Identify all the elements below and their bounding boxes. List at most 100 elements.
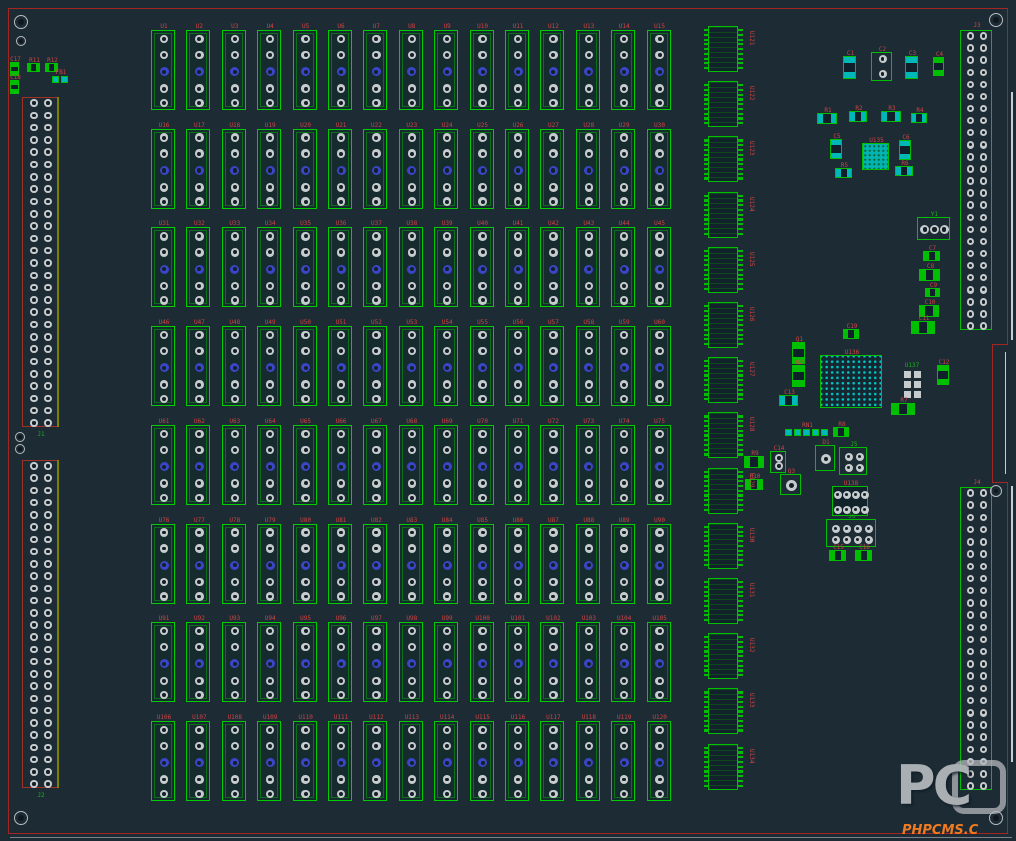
relay-U92[interactable]: U92: [186, 622, 210, 702]
relay-U24[interactable]: U24: [434, 129, 458, 209]
relay-U69[interactable]: U69: [434, 425, 458, 505]
chip-R7[interactable]: R7: [891, 403, 915, 415]
relay-U75[interactable]: U75: [647, 425, 671, 505]
relay-U50[interactable]: U50: [293, 326, 317, 406]
relay-U4[interactable]: U4: [257, 30, 281, 110]
relay-U70[interactable]: U70: [470, 425, 494, 505]
chip-C3[interactable]: C3: [905, 56, 918, 79]
relay-U68[interactable]: U68: [399, 425, 423, 505]
relay-U23[interactable]: U23: [399, 129, 423, 209]
relay-U57[interactable]: U57: [540, 326, 564, 406]
relay-U51[interactable]: U51: [328, 326, 352, 406]
relay-U17[interactable]: U17: [186, 129, 210, 209]
bga-U136[interactable]: U136: [820, 355, 882, 408]
chip-C19[interactable]: C19: [843, 329, 859, 339]
part-Q3[interactable]: Q3: [780, 474, 801, 495]
ic-U123[interactable]: U123: [708, 136, 738, 182]
chip-C4[interactable]: C4: [933, 57, 944, 76]
relay-U54[interactable]: U54: [434, 326, 458, 406]
relay-U104[interactable]: U104: [611, 622, 635, 702]
relay-U58[interactable]: U58: [576, 326, 600, 406]
relay-U77[interactable]: U77: [186, 524, 210, 604]
ic-U135[interactable]: U135: [862, 143, 889, 170]
relay-U6[interactable]: U6: [328, 30, 352, 110]
ic-U131[interactable]: U131: [708, 578, 738, 624]
relay-U74[interactable]: U74: [611, 425, 635, 505]
ic-U125[interactable]: U125: [708, 247, 738, 293]
relay-U89[interactable]: U89: [611, 524, 635, 604]
relay-U117[interactable]: U117: [540, 721, 564, 801]
ic-U121[interactable]: U121: [708, 26, 738, 72]
relay-U3[interactable]: U3: [222, 30, 246, 110]
relay-U18[interactable]: U18: [222, 129, 246, 209]
connector-J4[interactable]: J4: [960, 487, 992, 790]
chip-R8[interactable]: R8: [833, 427, 849, 437]
chip-R6[interactable]: R6: [895, 166, 913, 176]
relay-U8[interactable]: U8: [399, 30, 423, 110]
relay-U116[interactable]: U116: [505, 721, 529, 801]
chip-C1[interactable]: C1: [843, 56, 856, 79]
relay-U66[interactable]: U66: [328, 425, 352, 505]
relay-U25[interactable]: U25: [470, 129, 494, 209]
ic-U138[interactable]: U138: [832, 486, 868, 516]
relay-U40[interactable]: U40: [470, 227, 494, 307]
relay-U31[interactable]: U31: [151, 227, 175, 307]
relay-U118[interactable]: U118: [576, 721, 600, 801]
relay-U87[interactable]: U87: [540, 524, 564, 604]
ic-U126[interactable]: U126: [708, 302, 738, 348]
header-J5[interactable]: J5: [839, 447, 867, 475]
relay-U36[interactable]: U36: [328, 227, 352, 307]
connector-J2[interactable]: J2: [22, 460, 58, 788]
ic-U134[interactable]: U134: [708, 744, 738, 790]
relay-U85[interactable]: U85: [470, 524, 494, 604]
relay-U43[interactable]: U43: [576, 227, 600, 307]
pad-array-U137[interactable]: U137: [902, 369, 922, 399]
relay-U71[interactable]: U71: [505, 425, 529, 505]
relay-U20[interactable]: U20: [293, 129, 317, 209]
relay-U79[interactable]: U79: [257, 524, 281, 604]
relay-U35[interactable]: U35: [293, 227, 317, 307]
relay-U33[interactable]: U33: [222, 227, 246, 307]
relay-U52[interactable]: U52: [363, 326, 387, 406]
relay-U97[interactable]: U97: [363, 622, 387, 702]
chip-R1[interactable]: R1: [817, 113, 837, 124]
chip-R9[interactable]: R9: [744, 456, 764, 468]
capacitor-C14[interactable]: C14: [770, 451, 786, 473]
chip-C6[interactable]: C6: [899, 140, 911, 160]
part-D1[interactable]: D1: [815, 445, 835, 471]
relay-U93[interactable]: U93: [222, 622, 246, 702]
relay-U64[interactable]: U64: [257, 425, 281, 505]
part-Y1[interactable]: Y1: [917, 217, 950, 240]
relay-U86[interactable]: U86: [505, 524, 529, 604]
relay-U22[interactable]: U22: [363, 129, 387, 209]
relay-U46[interactable]: U46: [151, 326, 175, 406]
relay-U42[interactable]: U42: [540, 227, 564, 307]
relay-U7[interactable]: U7: [363, 30, 387, 110]
relay-U95[interactable]: U95: [293, 622, 317, 702]
relay-U80[interactable]: U80: [293, 524, 317, 604]
relay-U56[interactable]: U56: [505, 326, 529, 406]
relay-U103[interactable]: U103: [576, 622, 600, 702]
relay-U82[interactable]: U82: [363, 524, 387, 604]
relay-U83[interactable]: U83: [399, 524, 423, 604]
relay-U107[interactable]: U107: [186, 721, 210, 801]
relay-U120[interactable]: U120: [647, 721, 671, 801]
relay-U115[interactable]: U115: [470, 721, 494, 801]
relay-U26[interactable]: U26: [505, 129, 529, 209]
relay-U53[interactable]: U53: [399, 326, 423, 406]
relay-U105[interactable]: U105: [647, 622, 671, 702]
chip-R11[interactable]: R11: [27, 63, 40, 72]
relay-U12[interactable]: U12: [540, 30, 564, 110]
relay-U47[interactable]: U47: [186, 326, 210, 406]
relay-U41[interactable]: U41: [505, 227, 529, 307]
chip-C13[interactable]: C13: [779, 395, 798, 406]
relay-U108[interactable]: U108: [222, 721, 246, 801]
relay-U94[interactable]: U94: [257, 622, 281, 702]
relay-U38[interactable]: U38: [399, 227, 423, 307]
chip-C11[interactable]: C11: [911, 321, 935, 334]
chip-C5[interactable]: C5: [830, 139, 842, 159]
relay-U16[interactable]: U16: [151, 129, 175, 209]
relay-U21[interactable]: U21: [328, 129, 352, 209]
ic-U122[interactable]: U122: [708, 81, 738, 127]
relay-U37[interactable]: U37: [363, 227, 387, 307]
